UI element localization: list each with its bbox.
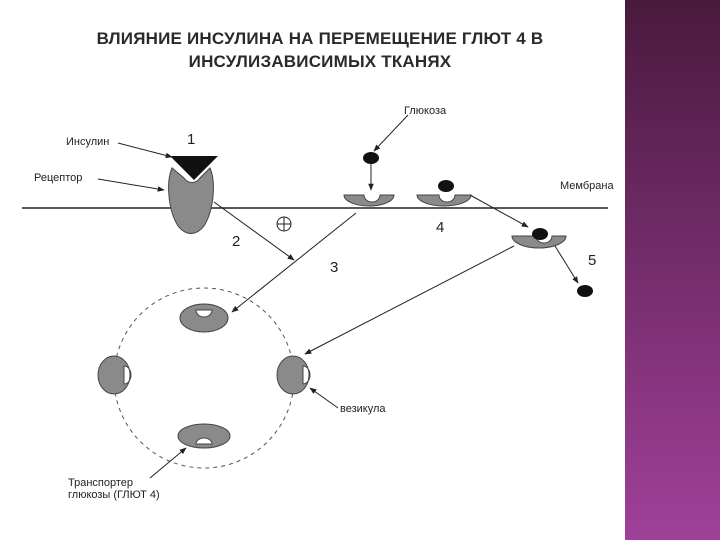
arrow-step-4 — [469, 194, 529, 228]
vesicle-circle — [113, 287, 295, 469]
arrow-step-3 — [231, 212, 357, 313]
arrow-receptor — [97, 178, 165, 192]
vesicle-transporter-right — [276, 355, 311, 395]
label-transporter-line-2: глюкозы (ГЛЮТ 4) — [68, 489, 160, 501]
arrow-vesicle-label — [309, 387, 339, 409]
glucose-molecule — [363, 152, 379, 164]
arrow-step-5 — [554, 245, 579, 284]
membrane-transporter-empty — [343, 194, 395, 207]
internalized-glucose — [532, 228, 548, 240]
insulin-triangle — [170, 156, 218, 180]
step-number-5: 5 — [588, 252, 596, 269]
membrane-transporter-bound — [416, 194, 472, 207]
slide-title-line-2: ИНСУЛИЗАВИСИМЫХ ТКАНЯХ — [188, 52, 452, 71]
step-number-2: 2 — [232, 233, 240, 250]
receptor-shape — [168, 167, 214, 234]
decorative-side-band — [622, 0, 720, 540]
vesicle-transporter-left — [97, 355, 132, 395]
step-number-4: 4 — [436, 219, 444, 236]
label-receptor: Рецептор — [34, 172, 82, 184]
label-insulin: Инсулин — [66, 136, 109, 148]
vesicle-transporter-bottom — [177, 423, 231, 449]
arrow-transporter-label — [149, 447, 187, 479]
arrow-glucose-label — [373, 114, 409, 152]
label-membrane: Мембрана — [560, 180, 614, 192]
released-glucose — [577, 285, 593, 297]
step-number-1: 1 — [187, 131, 195, 148]
slide-title-line-1: ВЛИЯНИЕ ИНСУЛИНА НА ПЕРЕМЕЩЕНИЕ ГЛЮТ 4 В — [96, 29, 544, 48]
internalized-transporter — [511, 235, 567, 249]
step-number-3: 3 — [330, 259, 338, 276]
label-transporter-line-1: Транспортер — [68, 477, 133, 489]
arrow-insulin — [117, 142, 173, 159]
arrow-step-2 — [213, 201, 295, 261]
label-glucose: Глюкоза — [404, 105, 447, 117]
vesicle-transporter-top — [179, 303, 229, 333]
label-vesicle: везикула — [340, 403, 386, 415]
bound-glucose — [438, 180, 454, 192]
arrow-recycle — [304, 245, 515, 355]
